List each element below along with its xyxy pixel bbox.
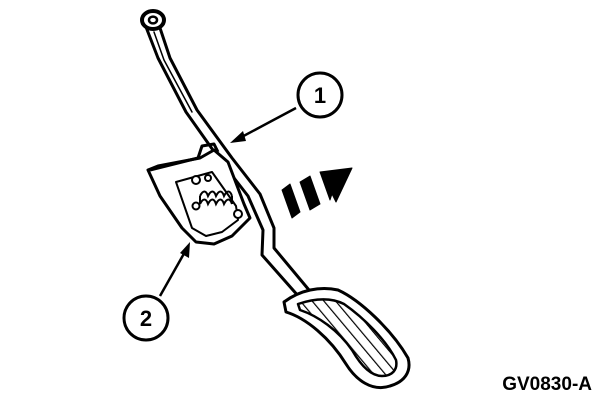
pedal-arm [140,9,316,300]
callout-2: 2 [122,242,190,342]
mount-hole [204,174,212,182]
callout-2-label: 2 [140,306,152,331]
mount-hole [191,175,201,185]
figure-id: GV0830-A [502,374,592,395]
callout-1: 1 [230,71,344,143]
mount-hole [191,201,201,211]
pedal-pad [282,287,411,389]
push-direction-arrow [281,167,353,219]
mount-hole [233,209,243,219]
mounting-bracket [146,142,252,246]
callout-1-label: 1 [314,83,326,108]
return-spring [199,190,233,207]
